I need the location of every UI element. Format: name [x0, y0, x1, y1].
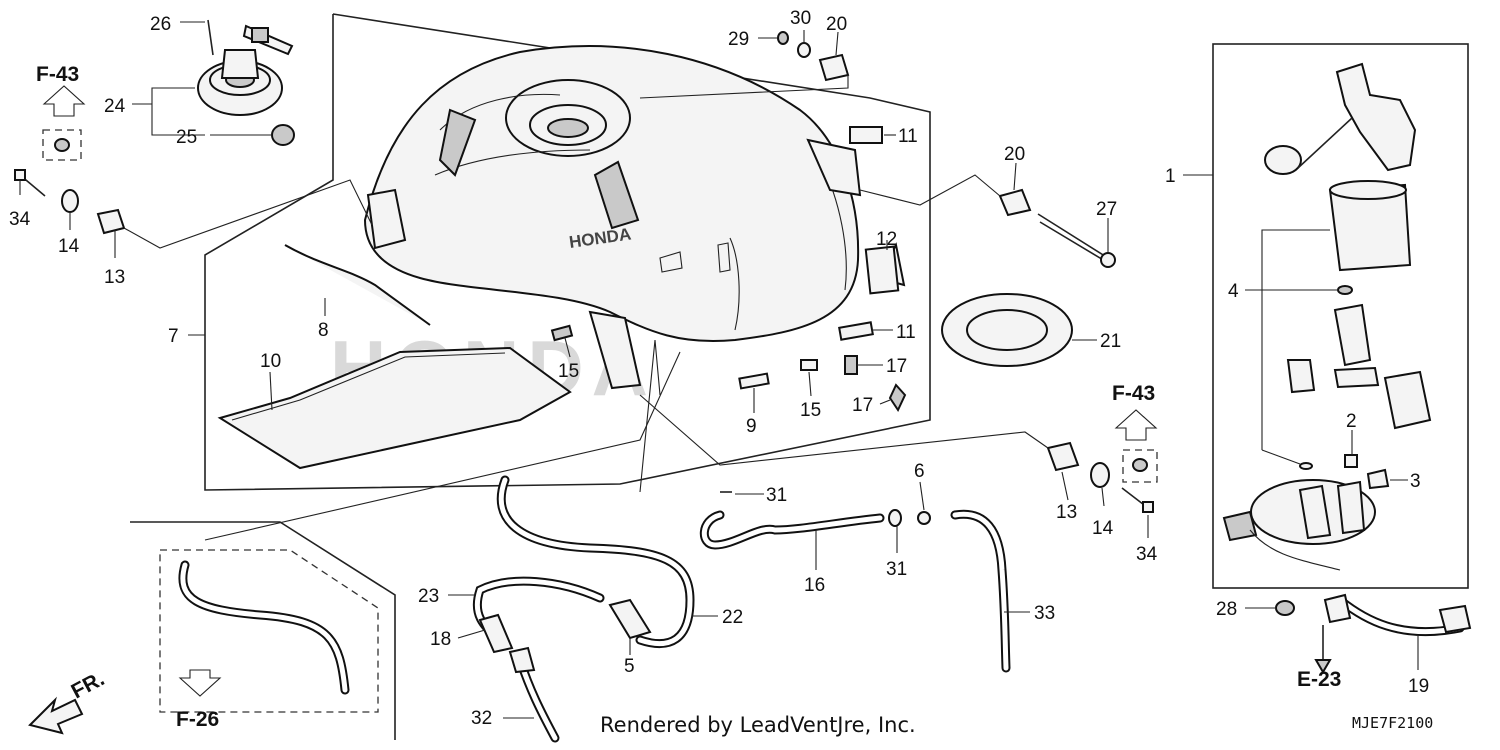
breather-tube-33 [917, 509, 1011, 673]
fuel-cap-assembly [197, 19, 295, 146]
callout-26: 26 [150, 14, 171, 35]
ref-f43-left: F-43 [36, 63, 79, 86]
callout-17-lower: 17 [852, 395, 873, 416]
callout-24: 24 [104, 96, 126, 117]
callout-labels: 26 24 25 34 14 13 7 8 10 15 29 30 20 11 … [9, 8, 1429, 729]
callout-14-left: 14 [58, 236, 80, 257]
callout-29: 29 [728, 29, 749, 50]
callout-21: 21 [1100, 331, 1121, 352]
fuel-feed-hose [1323, 593, 1472, 636]
callout-15-right: 15 [800, 400, 821, 421]
callout-9: 9 [746, 416, 757, 437]
callout-13-right: 13 [1056, 502, 1077, 523]
callout-20-top: 20 [826, 14, 847, 35]
right-mount-hardware [1046, 441, 1154, 513]
drain-hose-22 [496, 475, 695, 649]
reference-arrow-f43-left [42, 85, 86, 161]
fuel-pump-module [1222, 62, 1432, 616]
callout-8: 8 [318, 320, 329, 341]
breather-hose-23 [472, 576, 652, 654]
callout-28: 28 [1216, 599, 1237, 620]
callout-3: 3 [1410, 471, 1421, 492]
callout-20-right: 20 [1004, 144, 1025, 165]
credit-text: Rendered by LeadVentJre, Inc. [600, 713, 916, 737]
callout-27: 27 [1096, 199, 1117, 220]
packing-ring [941, 293, 1073, 367]
callout-7: 7 [168, 326, 179, 347]
callout-32: 32 [471, 708, 492, 729]
callout-14-right: 14 [1092, 518, 1114, 539]
breather-pipe-group-outline [130, 521, 396, 740]
diagram-code: MJE7F2100 [1352, 714, 1433, 732]
ref-f26: F-26 [176, 708, 219, 731]
callout-31-lower: 31 [886, 559, 907, 580]
callout-6: 6 [914, 461, 925, 482]
callout-19: 19 [1408, 676, 1429, 697]
tank-group-outline [204, 13, 931, 491]
fuel-pump-group-outline [1212, 43, 1469, 589]
breather-pipe-inside-f26 [178, 560, 350, 695]
callout-23: 23 [418, 586, 439, 607]
callout-11-top: 11 [898, 126, 918, 147]
callout-18: 18 [430, 629, 451, 650]
callout-30: 30 [790, 8, 811, 29]
reference-arrow-e23 [1314, 625, 1332, 674]
leader-lines [19, 21, 1419, 719]
callout-31-upper: 31 [766, 485, 787, 506]
callout-34-right: 34 [1136, 544, 1158, 565]
callout-11-bottom: 11 [896, 322, 916, 343]
callout-17-upper: 17 [886, 356, 907, 377]
callout-1: 1 [1165, 166, 1176, 187]
callout-4: 4 [1228, 281, 1239, 302]
ref-f43-right: F-43 [1112, 382, 1155, 405]
reference-arrow-f26 [178, 669, 222, 697]
front-direction-arrow [28, 696, 84, 735]
callout-13-left: 13 [104, 267, 125, 288]
direction-label: FR. [68, 667, 109, 703]
reference-arrow-f43-right [1114, 409, 1158, 483]
callout-34-left: 34 [9, 209, 31, 230]
callout-10: 10 [260, 351, 281, 372]
fuel-tank: HONDA [363, 45, 862, 390]
callout-16: 16 [804, 575, 825, 596]
overflow-tube-16 [699, 491, 902, 550]
callout-15-left: 15 [558, 361, 579, 382]
rear-mount-hardware [777, 31, 1116, 268]
callout-33: 33 [1034, 603, 1055, 624]
callout-25: 25 [176, 127, 197, 148]
tank-small-parts [217, 126, 907, 470]
callout-22: 22 [722, 607, 743, 628]
callout-12: 12 [876, 229, 897, 250]
callout-5: 5 [624, 656, 635, 677]
ref-e23: E-23 [1297, 668, 1341, 691]
drain-hose-32 [508, 646, 560, 743]
callout-2: 2 [1346, 411, 1357, 432]
